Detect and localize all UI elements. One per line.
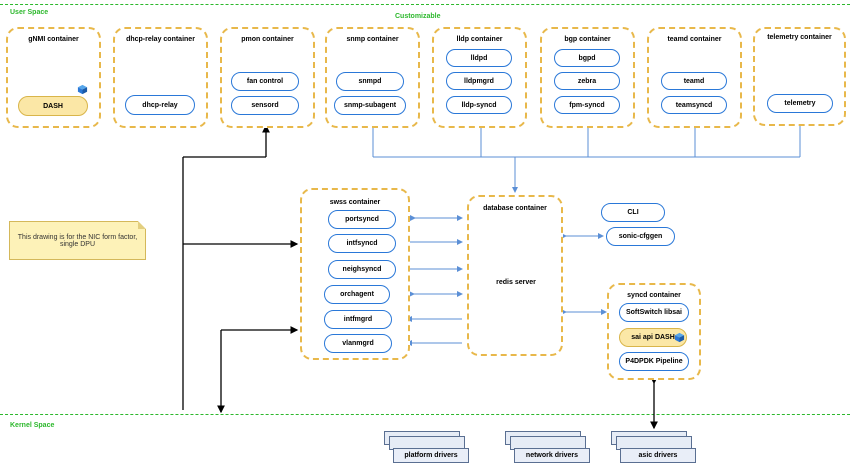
platform-drivers-label: platform drivers [393,448,469,463]
sai-api-dash-pill[interactable]: sai api DASH [619,328,687,347]
container-title: teamd container [667,36,722,43]
sdk-cube-icon [77,84,88,95]
database-container: database container [467,195,563,356]
container-title: database container [483,205,547,212]
container-title: pmon container [241,36,294,43]
asic-drivers-stack: asic drivers [611,431,701,471]
vlanmgrd-pill[interactable]: vlanmgrd [324,334,392,353]
teamd-pill[interactable]: teamd [661,72,727,90]
lldpd-pill[interactable]: lldpd [446,49,512,67]
kernel-space-label: Kernel Space [10,422,55,429]
note-box: This drawing is for the NIC form factor,… [9,221,146,260]
intfsyncd-pill[interactable]: intfsyncd [328,234,396,253]
cli-pill[interactable]: CLI [601,203,665,222]
note-text: This drawing is for the NIC form factor,… [17,233,138,248]
redis-server-label: redis server [496,279,536,286]
snmp-subagent-pill[interactable]: snmp-subagent [334,96,406,115]
portsyncd-pill[interactable]: portsyncd [328,210,396,229]
asic-drivers-label: asic drivers [620,448,696,463]
lldpmgrd-pill[interactable]: lldpmgrd [446,72,512,90]
container-title: syncd container [627,292,681,299]
container-title: lldp container [456,36,503,43]
neighsyncd-pill[interactable]: neighsyncd [328,260,396,279]
p4dpdk-pipeline-pill[interactable]: P4DPDK Pipeline [619,352,689,371]
zebra-pill[interactable]: zebra [554,72,620,90]
softswitch-libsai-pill[interactable]: SoftSwitch libsai [619,303,689,322]
intfmgrd-pill[interactable]: intfmgrd [324,310,392,329]
container-title: dhcp-relay container [126,36,195,43]
note-fold-corner [138,221,146,229]
network-drivers-stack: network drivers [505,431,595,471]
kernel-space-divider [0,414,850,415]
user-space-label: User Space [10,9,49,16]
container-title: swss container [329,199,381,206]
snmpd-pill[interactable]: snmpd [336,72,404,91]
container-title: gNMI container [28,36,79,43]
network-drivers-label: network drivers [514,448,590,463]
sdk-cube-icon [674,332,685,343]
dash-pill[interactable]: DASH [18,96,88,116]
lldp-syncd-pill[interactable]: lldp-syncd [446,96,512,114]
bgpd-pill[interactable]: bgpd [554,49,620,67]
orchagent-pill[interactable]: orchagent [324,285,390,304]
sensord-pill[interactable]: sensord [231,96,299,115]
fan-control-pill[interactable]: fan control [231,72,299,91]
fpm-syncd-pill[interactable]: fpm-syncd [554,96,620,114]
platform-drivers-stack: platform drivers [384,431,474,471]
teamsyncd-pill[interactable]: teamsyncd [661,96,727,114]
sonic-cfggen-pill[interactable]: sonic-cfggen [606,227,675,246]
container-title: snmp container [346,36,399,43]
user-space-divider [0,4,850,5]
dhcp-relay-pill[interactable]: dhcp-relay [125,95,195,115]
telemetry-pill[interactable]: telemetry [767,94,833,113]
container-title: telemetry container [767,34,832,41]
container-title: bgp container [564,36,611,43]
customizable-label: Customizable [395,13,441,20]
